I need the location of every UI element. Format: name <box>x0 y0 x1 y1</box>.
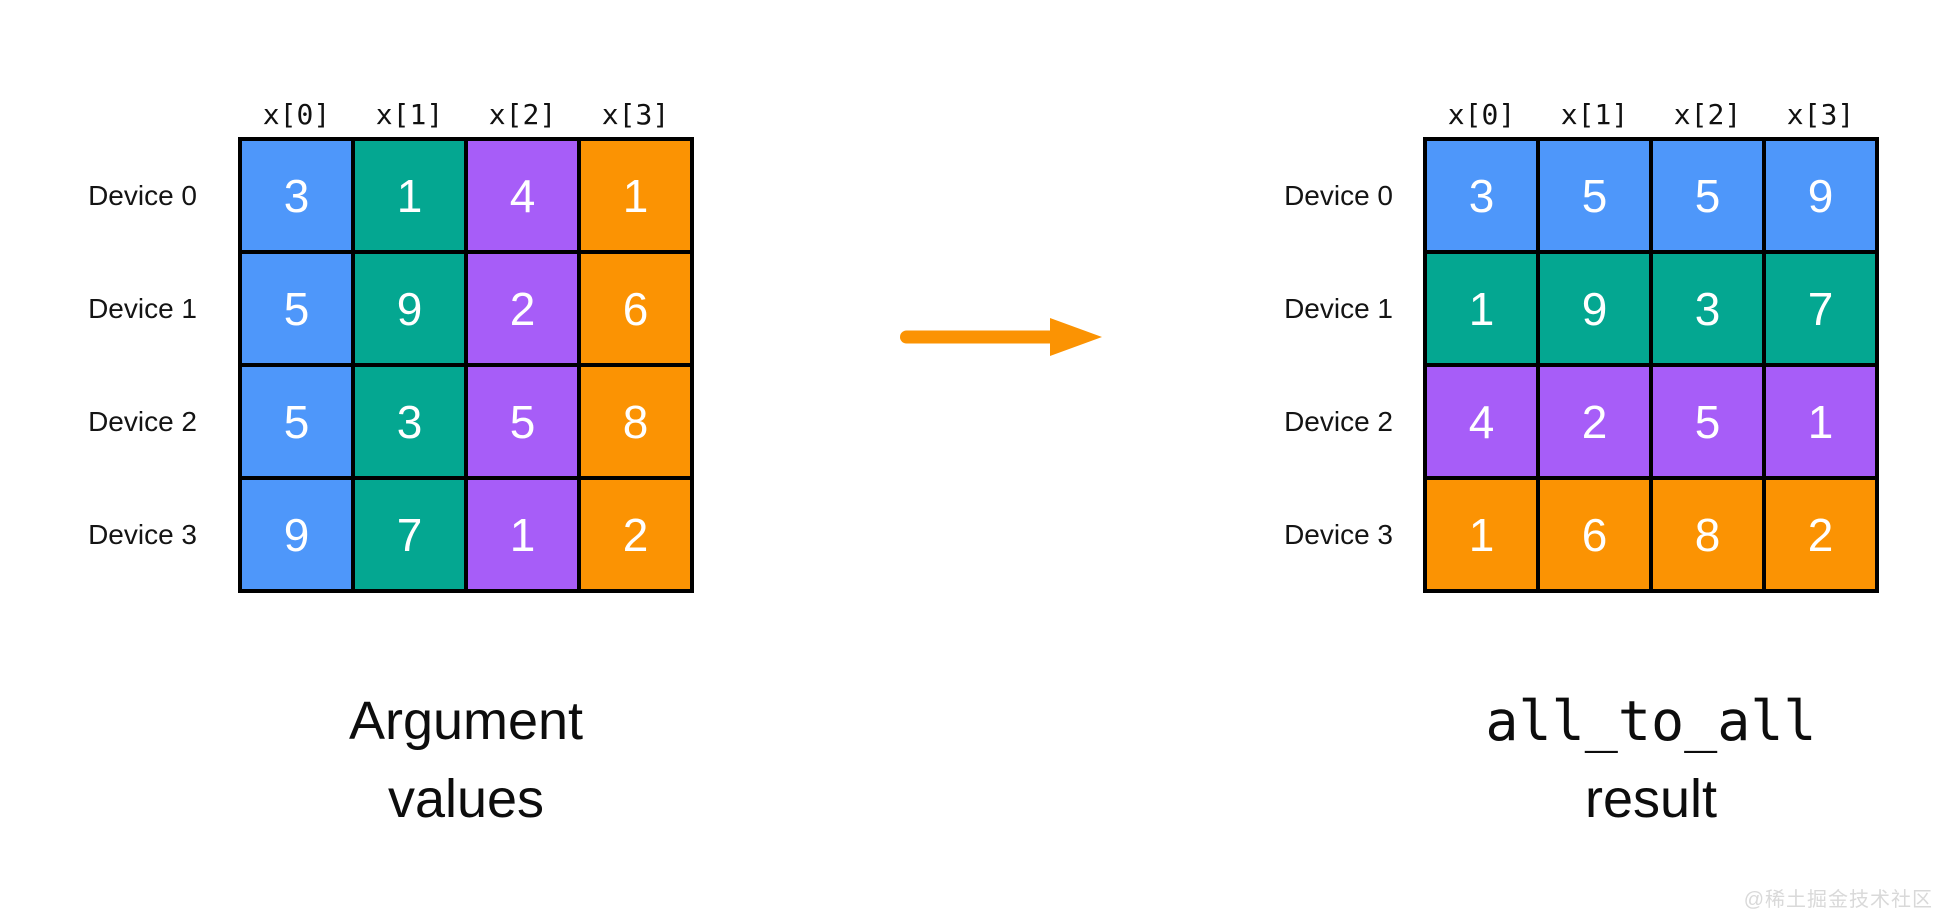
matrix-cell: 9 <box>355 254 464 363</box>
device-label: Device 1 <box>1284 292 1393 324</box>
device-label: Device 2 <box>88 405 197 437</box>
col-header: x[3] <box>1786 98 1855 131</box>
matrix-cell: 2 <box>468 254 577 363</box>
device-label: Device 3 <box>88 518 197 550</box>
device-label: Device 0 <box>1284 179 1393 211</box>
col-header: x[2] <box>488 98 557 131</box>
matrix-cell: 3 <box>355 367 464 476</box>
matrix-cell: 8 <box>581 367 690 476</box>
matrix-cell: 4 <box>468 141 577 250</box>
matrix-cell: 1 <box>355 141 464 250</box>
device-label: Device 2 <box>1284 405 1393 437</box>
matrix-cell: 3 <box>1653 254 1762 363</box>
watermark: @稀土掘金技术社区 <box>1743 889 1933 911</box>
result-row-labels: Device 0 Device 1 Device 2 Device 3 <box>1225 137 1423 593</box>
matrix-cell: 5 <box>1653 367 1762 476</box>
argument-row-labels: Device 0 Device 1 Device 2 Device 3 <box>40 137 238 593</box>
device-label: Device 3 <box>1284 518 1393 550</box>
matrix-cell: 3 <box>242 141 351 250</box>
col-header: x[2] <box>1673 98 1742 131</box>
matrix-cell: 2 <box>1540 367 1649 476</box>
matrix-cell: 1 <box>1766 367 1875 476</box>
matrix-cell: 5 <box>468 367 577 476</box>
matrix-cell: 6 <box>581 254 690 363</box>
matrix-cell: 1 <box>1427 254 1536 363</box>
result-column-headers: x[0] x[1] x[2] x[3] <box>1423 85 1879 137</box>
col-header: x[0] <box>262 98 331 131</box>
matrix-cell: 5 <box>1540 141 1649 250</box>
matrix-cell: 8 <box>1653 480 1762 589</box>
matrix-cell: 7 <box>1766 254 1875 363</box>
argument-caption-line2: values <box>387 769 545 829</box>
argument-column-headers: x[0] x[1] x[2] x[3] <box>238 85 694 137</box>
matrix-cell: 2 <box>581 480 690 589</box>
matrix-cell: 7 <box>355 480 464 589</box>
matrix-cell: 6 <box>1540 480 1649 589</box>
matrix-cell: 9 <box>1540 254 1649 363</box>
device-label: Device 0 <box>88 179 197 211</box>
matrix-cell: 5 <box>242 367 351 476</box>
right-arrow-icon <box>900 318 1102 356</box>
matrix-cell: 1 <box>581 141 690 250</box>
matrix-cell: 3 <box>1427 141 1536 250</box>
argument-caption-line1: Argument <box>348 691 584 751</box>
result-matrix: 3 5 5 9 1 9 3 7 4 2 5 1 1 6 8 2 <box>1423 137 1879 593</box>
matrix-cell: 2 <box>1766 480 1875 589</box>
result-panel: x[0] x[1] x[2] x[3] Device 0 Device 1 De… <box>1225 85 1885 595</box>
matrix-cell: 5 <box>242 254 351 363</box>
argument-panel: x[0] x[1] x[2] x[3] Device 0 Device 1 De… <box>40 85 700 595</box>
result-caption: all_to_all result <box>1423 682 1879 838</box>
result-caption-line2: result <box>1584 769 1718 829</box>
col-header: x[3] <box>601 98 670 131</box>
matrix-cell: 5 <box>1653 141 1762 250</box>
matrix-cell: 4 <box>1427 367 1536 476</box>
col-header: x[1] <box>1560 98 1629 131</box>
matrix-cell: 1 <box>468 480 577 589</box>
device-label: Device 1 <box>88 292 197 324</box>
col-header: x[1] <box>375 98 444 131</box>
result-caption-line1: all_to_all <box>1485 689 1817 753</box>
argument-caption: Argument values <box>238 682 694 838</box>
argument-matrix: 3 1 4 1 5 9 2 6 5 3 5 8 9 7 1 2 <box>238 137 694 593</box>
col-header: x[0] <box>1447 98 1516 131</box>
matrix-cell: 9 <box>1766 141 1875 250</box>
matrix-cell: 9 <box>242 480 351 589</box>
matrix-cell: 1 <box>1427 480 1536 589</box>
